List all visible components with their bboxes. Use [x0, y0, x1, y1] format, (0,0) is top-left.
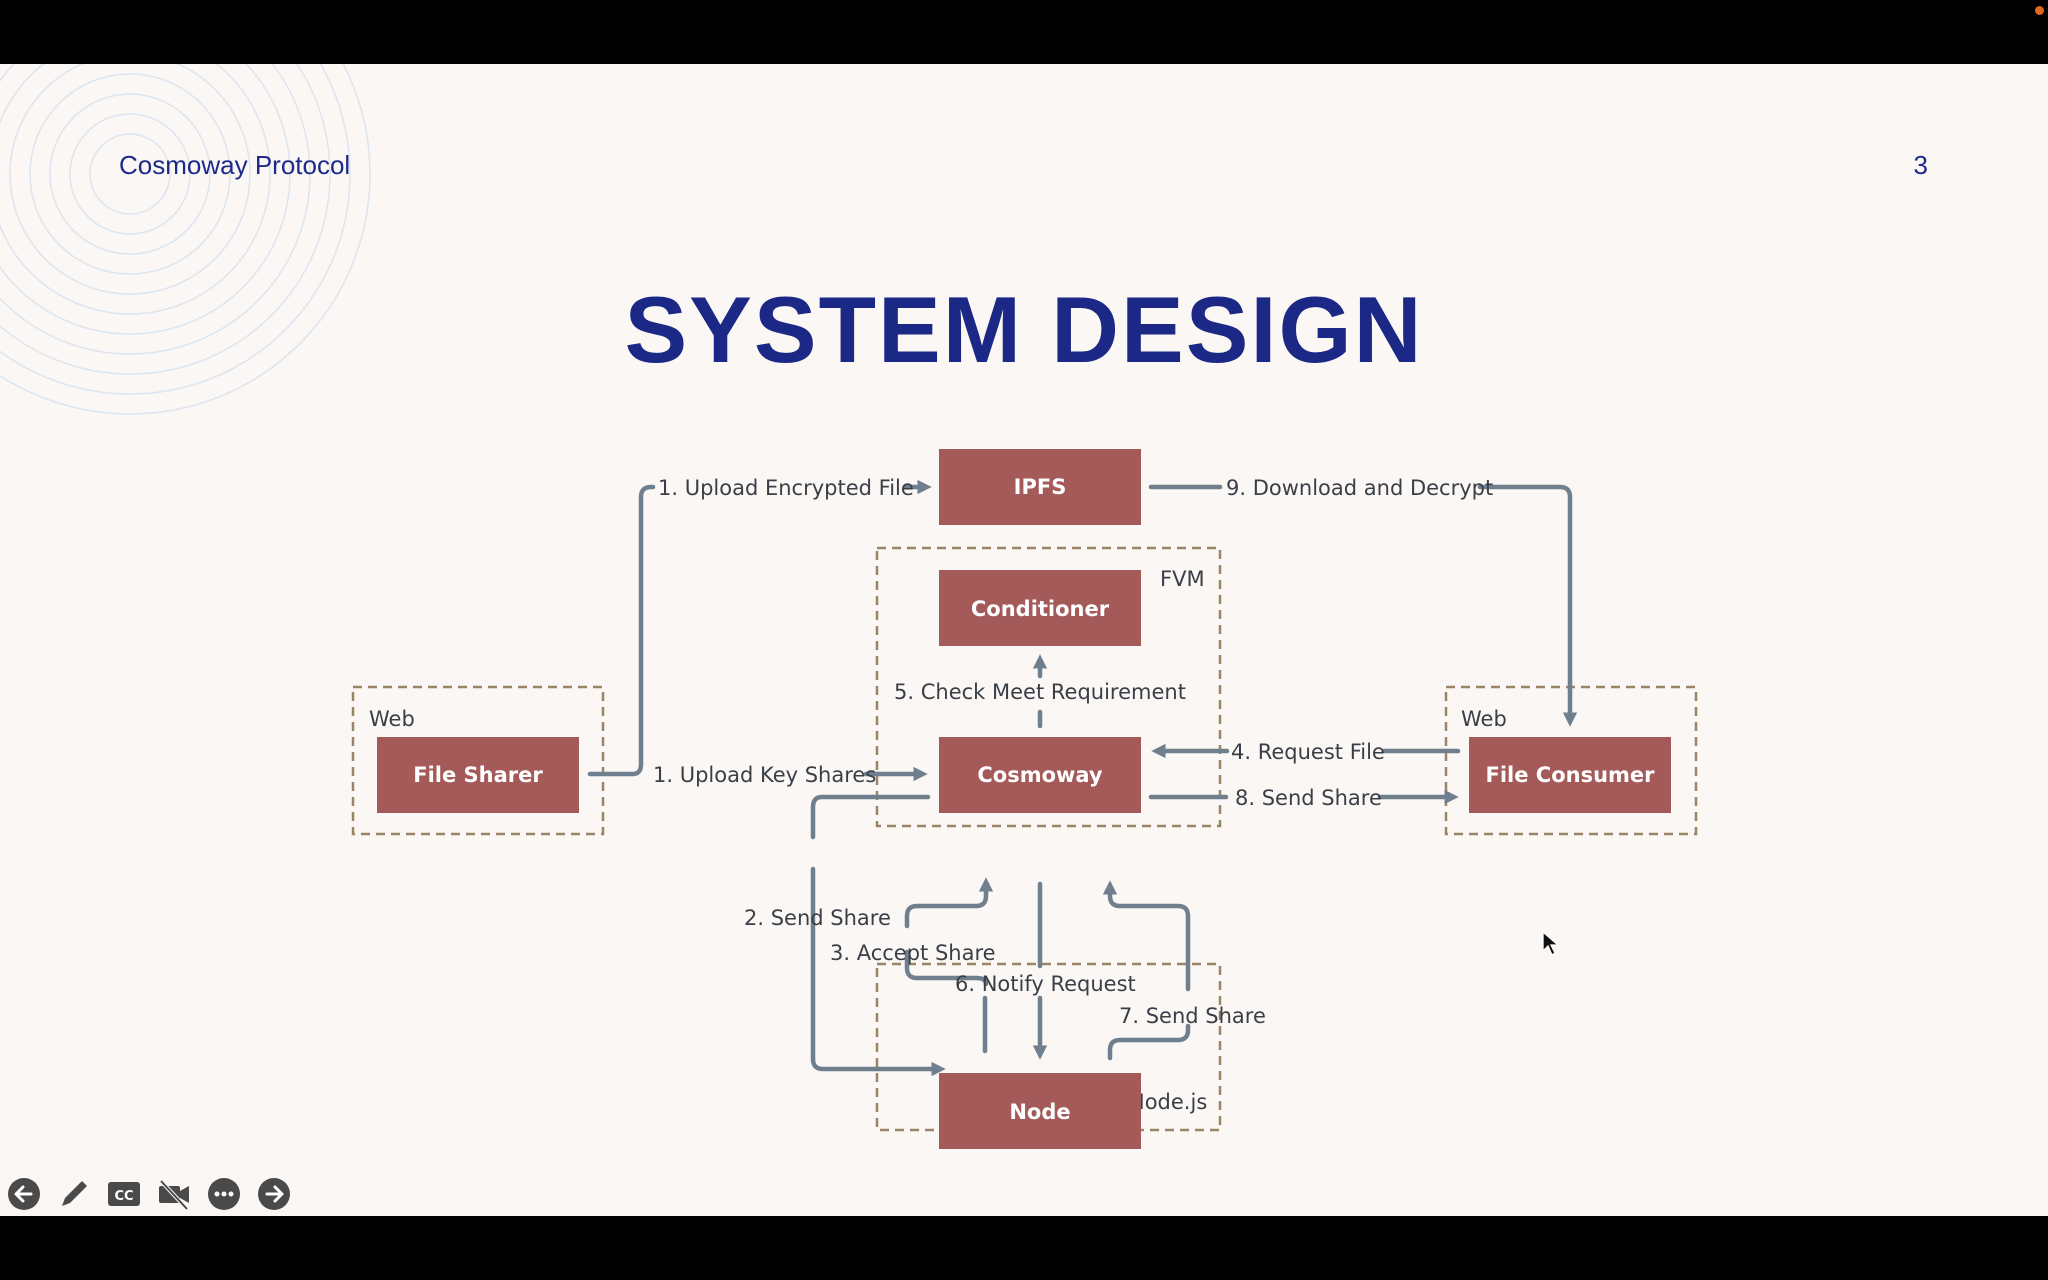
arrow-download-and-decrypt-tail: [1477, 484, 1578, 727]
svg-text:CC: CC: [114, 1189, 133, 1204]
slide-title: SYSTEM DESIGN: [624, 277, 1424, 382]
step-send-share-2: 2. Send Share: [744, 906, 891, 930]
captions-button[interactable]: CC: [104, 1174, 144, 1214]
arrow-left-icon: [8, 1178, 40, 1210]
arrow-accept-share: [904, 949, 989, 1054]
recording-indicator: [2035, 6, 2044, 15]
file-consumer-box: File Consumer: [1469, 737, 1671, 813]
fvm-label: FVM: [1160, 567, 1205, 591]
presentation-controls: CC: [4, 1174, 294, 1214]
conditioner-box: Conditioner: [939, 570, 1141, 646]
camera-off-button[interactable]: [154, 1174, 194, 1214]
arrow-send-share-7: [1107, 1023, 1191, 1061]
cc-icon: CC: [108, 1182, 140, 1206]
step-download-and-decrypt: 9. Download and Decrypt: [1226, 476, 1493, 500]
slide: Cosmoway Protocol 3 SYSTEM DESIGN FVM We…: [0, 64, 2048, 1216]
step-upload-key-shares: 1. Upload Key Shares: [653, 763, 876, 787]
arrow-send-share-7-tail: [1102, 880, 1191, 992]
arrow-upload-encrypted-file: [587, 484, 656, 777]
next-slide-button[interactable]: [254, 1174, 294, 1214]
more-options-button[interactable]: [204, 1174, 244, 1214]
arrow-send-share-2-tail: [810, 866, 946, 1077]
step-send-share-7: 7. Send Share: [1119, 1004, 1266, 1028]
camera-off-icon: [159, 1179, 189, 1211]
arrow-right-icon: [258, 1178, 290, 1210]
step-request-file: 4. Request File: [1231, 740, 1385, 764]
ipfs-box-label: IPFS: [1014, 475, 1067, 499]
cosmoway-box: Cosmoway: [939, 737, 1141, 813]
node-box-label: Node: [1009, 1100, 1070, 1124]
step-notify-request: 6. Notify Request: [955, 972, 1136, 996]
file-consumer-box-label: File Consumer: [1485, 763, 1655, 787]
ipfs-box: IPFS: [939, 449, 1141, 525]
step-check-meet-requirement: 5. Check Meet Requirement: [894, 680, 1186, 704]
web-left-label: Web: [369, 707, 415, 731]
step-upload-encrypted-file: 1. Upload Encrypted File: [658, 476, 914, 500]
previous-slide-button[interactable]: [4, 1174, 44, 1214]
web-left-group: [351, 685, 605, 836]
top-black-bar: [0, 0, 2048, 64]
arrow-accept-share-tail: [904, 877, 994, 929]
node-box: Node: [939, 1073, 1141, 1149]
fvm-group: [875, 546, 1222, 828]
nodejs-label: Node.js: [1129, 1090, 1207, 1114]
pen-icon: [62, 1181, 87, 1206]
file-sharer-box-label: File Sharer: [413, 763, 543, 787]
web-right-label: Web: [1461, 707, 1507, 731]
arrow-send-share-2: [810, 794, 931, 840]
presentation-title: Cosmoway Protocol: [119, 150, 351, 180]
file-sharer-box: File Sharer: [377, 737, 579, 813]
cosmoway-box-label: Cosmoway: [977, 763, 1103, 787]
pen-tool-button[interactable]: [54, 1174, 94, 1214]
slide-number: 3: [1913, 150, 1928, 180]
step-accept-share: 3. Accept Share: [830, 941, 996, 965]
bottom-black-bar: [0, 1216, 2048, 1280]
system-design-diagram: FVM Web Web Node.js IPFS Conditioner: [351, 449, 1698, 1149]
step-send-share-8: 8. Send Share: [1235, 786, 1382, 810]
more-icon: [208, 1178, 240, 1210]
conditioner-box-label: Conditioner: [971, 597, 1110, 621]
